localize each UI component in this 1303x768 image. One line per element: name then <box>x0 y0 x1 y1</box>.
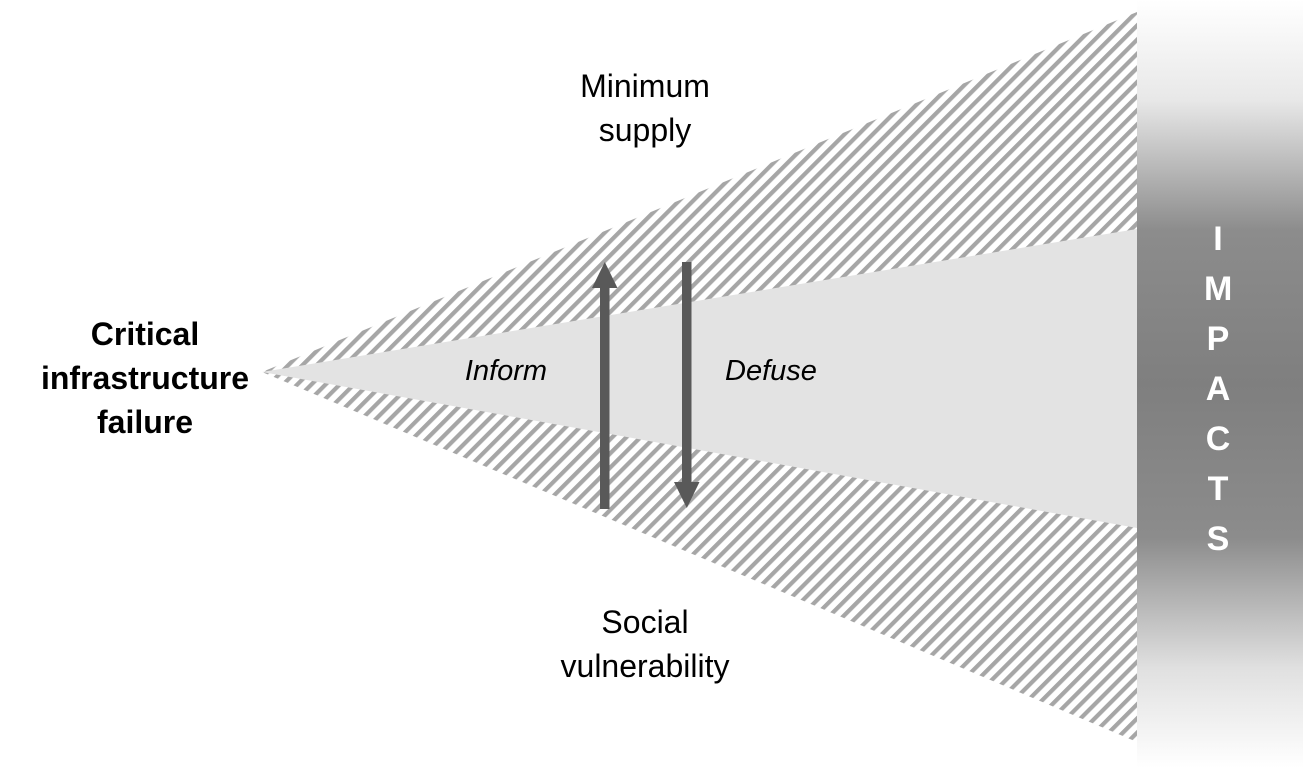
source-label-line2: infrastructure <box>40 360 250 396</box>
social-vulnerability-label: Social vulnerability <box>515 600 775 688</box>
defuse-label: Defuse <box>725 355 817 387</box>
impacts-label: IMPACTS <box>1204 220 1233 558</box>
source-label-line3: failure <box>96 404 194 440</box>
social-vulnerability-line2: vulnerability <box>560 648 730 684</box>
inform-arrow-head <box>592 262 618 288</box>
minimum-supply-line2: supply <box>598 112 692 148</box>
defuse-arrow-head <box>674 482 700 508</box>
impacts-letter: A <box>1206 364 1231 414</box>
inner-band <box>262 229 1137 528</box>
defuse-arrow-shaft <box>682 262 692 486</box>
impacts-letter: I <box>1213 214 1222 264</box>
impacts-letter: M <box>1204 264 1232 314</box>
impacts-letter: S <box>1207 514 1230 564</box>
impacts-letter: T <box>1208 464 1229 514</box>
impacts-letter: P <box>1207 314 1230 364</box>
defuse-down-arrow <box>674 262 700 508</box>
inform-up-arrow <box>592 262 618 509</box>
social-vulnerability-line1: Social <box>601 604 689 640</box>
inform-arrow-shaft <box>600 284 610 509</box>
impacts-letters: I M P A C T S <box>1178 214 1258 564</box>
impacts-letter: C <box>1206 414 1231 464</box>
minimum-supply-line1: Minimum <box>580 68 710 104</box>
source-label: Critical infrastructure failure <box>14 312 276 444</box>
source-label-line1: Critical <box>90 316 200 352</box>
minimum-supply-label: Minimum supply <box>525 64 765 152</box>
inform-label: Inform <box>464 355 548 387</box>
impacts-bar <box>1137 0 1303 768</box>
